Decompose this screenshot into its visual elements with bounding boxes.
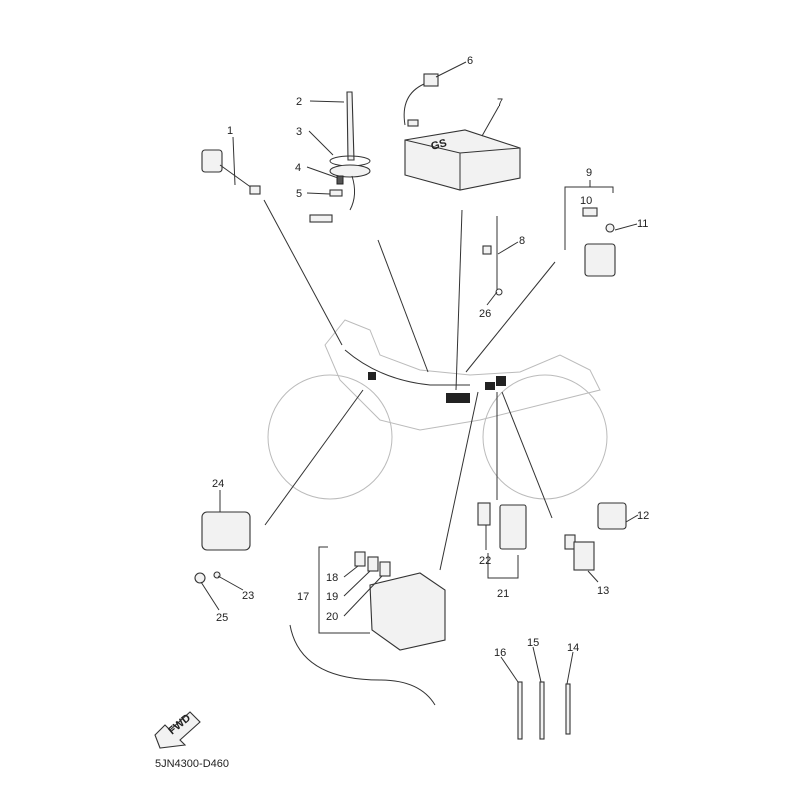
callout-20: 20: [326, 611, 338, 623]
callout-labels: 1 2 3 4 5 6 7 8 9 10 11 12 13 14 15 16 1…: [212, 55, 649, 659]
callout-21: 21: [497, 588, 509, 600]
part-17-fuse-box: [289, 546, 446, 706]
callout-4: 4: [295, 162, 301, 174]
callout-23: 23: [242, 590, 254, 602]
callout-13: 13: [597, 585, 609, 597]
callout-10: 10: [580, 195, 592, 207]
callout-26: 26: [479, 308, 491, 320]
callout-18: 18: [326, 572, 338, 584]
callout-2: 2: [296, 96, 302, 108]
callout-11: 11: [637, 218, 648, 230]
diagram-code: 5JN4300-D460: [155, 758, 229, 770]
callout-19: 19: [326, 591, 338, 603]
callout-17: 17: [297, 591, 309, 603]
callout-5: 5: [296, 188, 302, 200]
callout-8: 8: [519, 235, 525, 247]
part-1-sensor: [201, 149, 261, 195]
part-2-5-fuel-sender: [309, 91, 371, 223]
part-21-22-relay: [477, 502, 527, 579]
callout-24: 24: [212, 478, 224, 490]
fwd-arrow-icon: FWD: [154, 711, 201, 749]
part-12-13-relays: [564, 502, 627, 571]
callout-14: 14: [567, 642, 579, 654]
callout-25: 25: [216, 612, 228, 624]
callout-7: 7: [497, 97, 503, 109]
callout-1: 1: [227, 125, 233, 137]
callout-9: 9: [586, 167, 592, 179]
battery-mark: GS: [430, 137, 448, 153]
part-24-regulator: [194, 511, 251, 584]
motorcycle-outline: [267, 319, 608, 500]
callout-16: 16: [494, 647, 506, 659]
callout-leaders: [200, 61, 639, 685]
part-9-relay: [564, 186, 616, 277]
callout-6: 6: [467, 55, 473, 67]
callout-12: 12: [637, 510, 649, 522]
part-6-connector: [403, 73, 439, 127]
part-7-battery: GS: [404, 129, 521, 191]
leader-lines: [263, 199, 556, 571]
part-8-lead-wire: [482, 216, 503, 296]
callout-3: 3: [296, 126, 302, 138]
callout-22: 22: [479, 555, 491, 567]
part-14-16-cable-ties: [517, 681, 571, 740]
callout-15: 15: [527, 637, 539, 649]
